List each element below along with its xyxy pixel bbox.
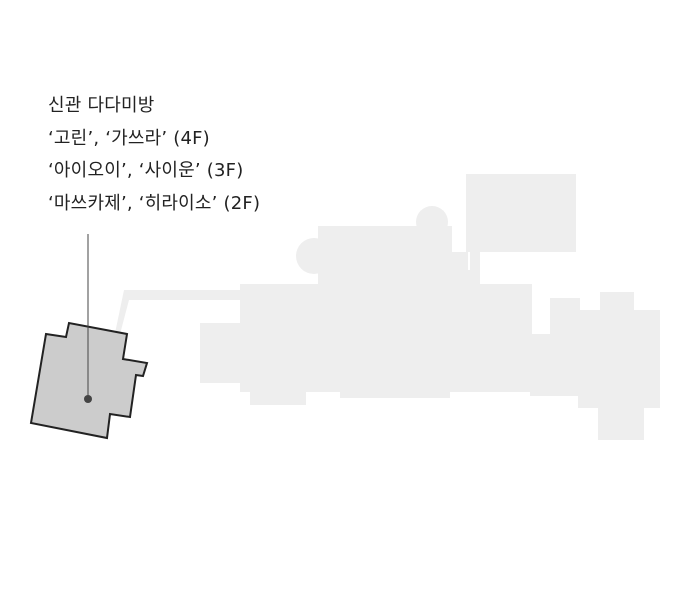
central-block-upper [318,270,478,300]
room-callout: 신관 다다미방 ‘고린’, ‘가쓰라’ (4F) ‘아이오이’, ‘사이운’ (… [48,90,260,220]
east-tower [600,292,634,312]
callout-floor-2: ‘마쓰카제’, ‘히라이소’ (2F) [48,192,261,214]
east-lower [598,400,644,440]
location-marker [84,395,92,403]
new-wing-highlight [29,321,149,440]
upper-tower-connector [452,252,468,274]
main-building-complex [114,174,660,440]
right-connector [578,310,660,408]
right-wing-top [550,298,580,338]
callout-floor-3: ‘아이오이’, ‘사이운’ (3F) [48,160,244,181]
annex-upper-right [466,174,576,252]
connecting-corridor [114,290,242,338]
upper-tower-dome-left [296,238,332,274]
right-wing [530,334,582,396]
lower-center [340,370,450,398]
left-wing-lower [250,370,306,405]
upper-tower-dome-right [416,206,448,238]
callout-title: 신관 다다미방 [48,95,155,116]
callout-floor-4: ‘고린’, ‘가쓰라’ (4F) [48,127,210,149]
